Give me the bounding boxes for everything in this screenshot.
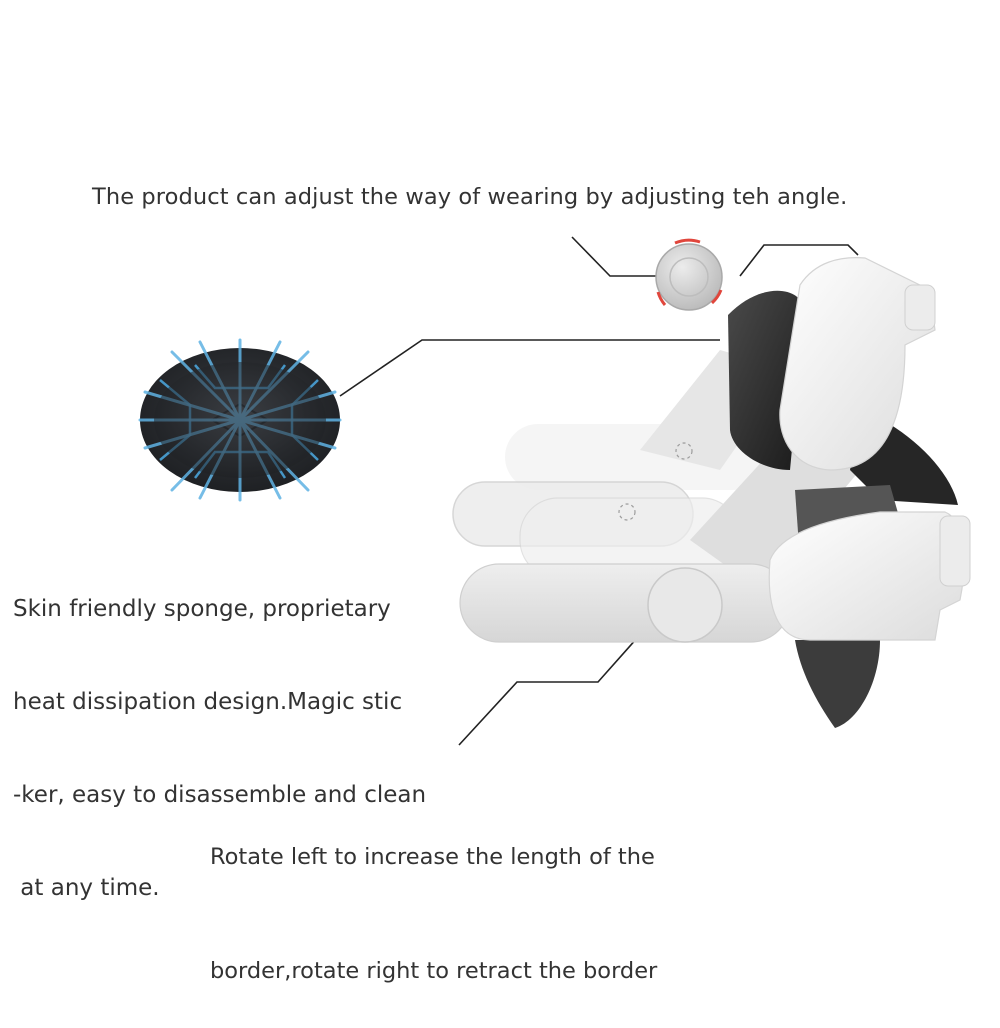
sponge-caption: Skin friendly sponge, proprietary heat d… [13,532,426,935]
head-strap-illustration [452,257,971,728]
rotate-arrows-icon [656,238,723,306]
angle-adjust-caption: The product can adjust the way of wearin… [92,184,848,210]
product-illustration [138,236,971,746]
sponge-caption-line: at any time. [13,875,160,901]
sponge-caption-line: Skin friendly sponge, proprietary [13,596,391,622]
sponge-caption-line: heat dissipation design.Magic stic [13,689,403,715]
rotate-length-caption: Rotate left to increase the length of th… [210,762,657,1028]
callout-line-knob-left [571,236,660,277]
rotate-caption-line: border,rotate right to retract the borde… [210,958,658,984]
callout-line-knob-right [739,244,859,277]
sponge-pad-icon [138,338,342,502]
sponge-caption-line: -ker, easy to disassemble and clean [13,782,427,808]
callout-lines [339,236,859,746]
callout-line-sponge [339,339,720,397]
rotation-knob-icon [655,238,723,311]
rotate-caption-line: Rotate left to increase the length of th… [210,844,655,870]
callout-line-rotate [458,636,639,746]
